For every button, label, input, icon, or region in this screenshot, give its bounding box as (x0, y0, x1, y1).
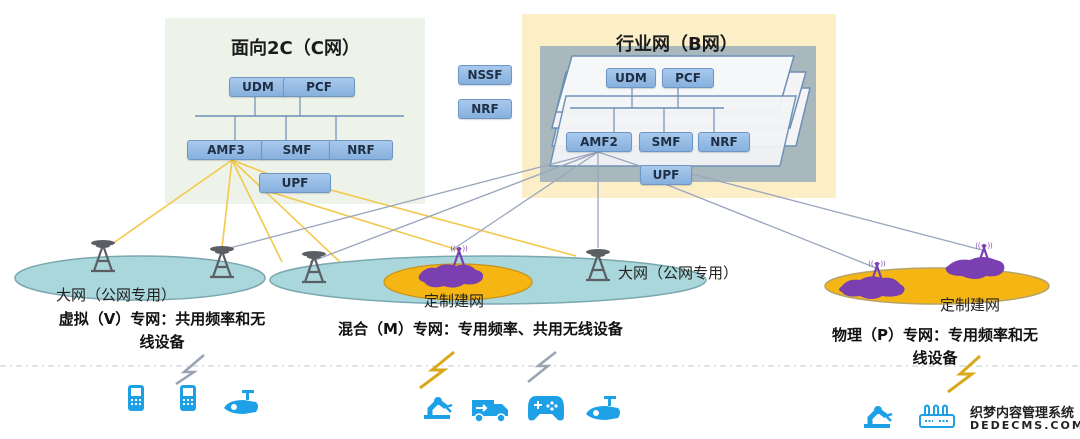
c-network-title: 面向2C（C网） (231, 38, 360, 59)
virtual-mode-line2: 线设备 (139, 333, 185, 351)
tower-icon (210, 246, 234, 279)
nssf-node: NSSF (458, 65, 512, 85)
c-udm-node: UDM (229, 77, 287, 97)
shared-nrf-node: NRF (458, 99, 512, 119)
b-udm-node: UDM (606, 68, 656, 88)
c-nrf-node: NRF (329, 140, 393, 160)
watermark-en: DEDECMS.COM (970, 419, 1080, 432)
lightning-bolts (175, 350, 982, 394)
physical-mode-label: 物理（P）专网：专用频率和无 线设备 (793, 324, 1077, 368)
private-tower-icon: ((· ·)) (972, 242, 996, 276)
b-smf-node: SMF (639, 132, 693, 152)
b-nrf-node: NRF (698, 132, 750, 152)
c-smf-node: SMF (261, 140, 333, 160)
physical-mode-line2: 线设备 (912, 349, 958, 367)
watermark-cn: 织梦内容管理系统 (970, 406, 1075, 421)
c-upf-node: UPF (259, 173, 331, 193)
b-network-links (221, 151, 983, 269)
virtual-mode-label: 虚拟（V）专网：共用频率和无 线设备 (12, 308, 312, 352)
physical-mode-line1: 物理（P）专网：专用频率和无 (832, 326, 1038, 344)
private-tower-icon: ((· ·)) (447, 245, 471, 279)
tower-icon (586, 249, 610, 282)
tower-icon (91, 240, 115, 273)
c-amf3-node: AMF3 (187, 140, 265, 160)
towers: ((· ·)) ((· ·)) ((· ·)) (91, 240, 996, 294)
c-network-links (111, 159, 577, 263)
public-cloud-left (14, 255, 266, 301)
b-pcf-node: PCF (662, 68, 714, 88)
custom-blob-right-1 (839, 276, 905, 299)
private-tower-icon: ((· ·)) (865, 260, 889, 294)
bolt-icon (175, 354, 205, 386)
public-cloud-right-label: 大网（公网专用） (618, 264, 739, 282)
b-upf-node: UPF (640, 165, 692, 185)
public-cloud-left-label: 大网（公网专用） (56, 286, 177, 304)
c-pcf-node: PCF (283, 77, 355, 97)
tower-icon (302, 251, 326, 284)
virtual-mode-line1: 虚拟（V）专网：共用频率和无 (58, 310, 266, 328)
bolt-icon (527, 351, 557, 383)
hybrid-mode-label: 混合（M）专网：专用频率、共用无线设备 (338, 320, 623, 338)
bolt-icon (419, 350, 455, 390)
custom-cloud-right-label: 定制建网 (940, 296, 1001, 314)
b-amf2-node: AMF2 (566, 132, 632, 152)
b-network-title: 行业网（B网） (616, 34, 738, 55)
custom-cloud-mid-label: 定制建网 (424, 292, 485, 310)
bolt-icon (947, 354, 982, 394)
